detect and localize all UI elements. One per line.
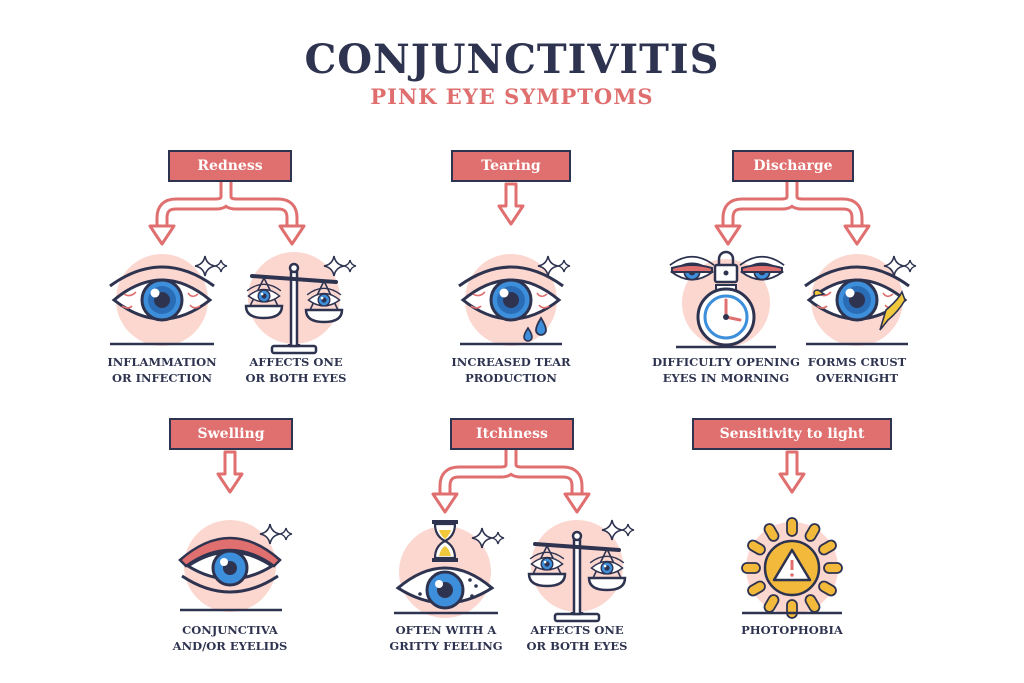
- symptom-label-sensitivity: Sensitivity to light: [692, 418, 892, 450]
- discharge-branch-arrows: [714, 182, 871, 246]
- symptom-label-itchiness: Itchiness: [450, 418, 574, 450]
- tearing-arrow: [497, 182, 525, 226]
- tearing-eye-illustration: [457, 254, 565, 346]
- gritty-eye-illustration: [394, 520, 498, 618]
- light-arrow: [778, 450, 806, 494]
- symptom-label-discharge: Discharge: [732, 150, 854, 182]
- redness-branch-arrows: [148, 182, 306, 246]
- crusted-eye-illustration: [803, 254, 911, 346]
- inflamed-eye-illustration: [108, 254, 216, 346]
- page-title: CONJUNCTIVITIS: [304, 36, 720, 83]
- symptom-label-swelling: Swelling: [169, 418, 293, 450]
- swelling-arrow: [216, 450, 244, 494]
- page-subtitle: PINK EYE SYMPTOMS: [370, 84, 654, 109]
- photophobia-sun-illustration: [741, 517, 843, 619]
- itchiness-branch-arrows: [431, 450, 591, 514]
- caption-photophobia: PHOTOPHOBIA: [741, 623, 843, 637]
- sparkle-icon: [194, 255, 228, 277]
- swollen-eye-illustration: [178, 520, 282, 612]
- symptom-label-redness: Redness: [168, 150, 292, 182]
- morning-clock-illustration: [668, 250, 786, 349]
- symptom-label-tearing: Tearing: [451, 150, 571, 182]
